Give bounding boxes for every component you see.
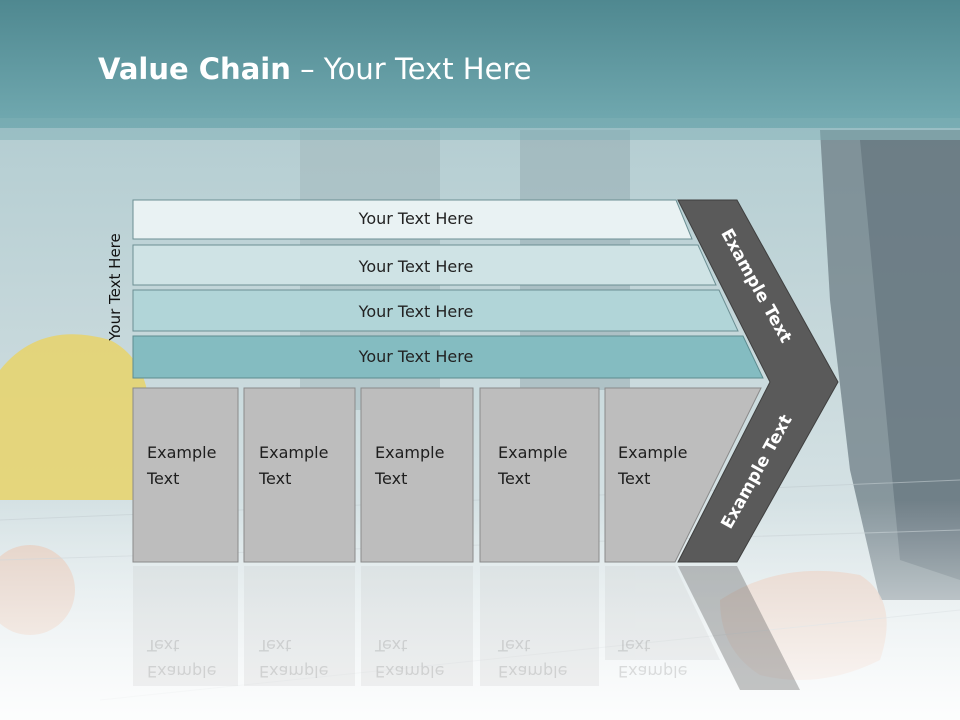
slide-title-bold: Value Chain — [98, 52, 291, 86]
box-1-reflection-line1: Example — [147, 662, 217, 681]
box-5-line1: Example — [618, 443, 688, 462]
box-3-reflection-line1: Example — [375, 662, 445, 681]
box-3-line1: Example — [375, 443, 445, 462]
box-2-reflection: Example Text — [259, 632, 359, 684]
box-5-reflection-line2: Text — [618, 636, 651, 655]
box-2-line2: Text — [259, 469, 292, 488]
box-3-reflection: Example Text — [375, 632, 475, 684]
bar-2-label: Your Text Here — [358, 257, 474, 276]
box-1[interactable] — [132, 387, 239, 563]
box-2-label: Example Text — [259, 440, 359, 492]
box-1-label: Example Text — [147, 440, 247, 492]
box-4-line1: Example — [498, 443, 568, 462]
box-2-line1: Example — [259, 443, 329, 462]
slide-title: Value Chain – Your Text Here — [98, 52, 532, 86]
box-2-reflection-line1: Example — [259, 662, 329, 681]
box-5-reflection: Example Text — [618, 632, 718, 684]
box-4-reflection-line1: Example — [498, 662, 568, 681]
bar-4-label: Your Text Here — [358, 347, 474, 366]
bar-3-label: Your Text Here — [358, 302, 474, 321]
box-1-reflection-line2: Text — [147, 636, 180, 655]
bar-4[interactable] — [132, 335, 764, 379]
box-4-line2: Text — [498, 469, 531, 488]
box-3[interactable] — [360, 387, 474, 563]
bar-3[interactable] — [132, 289, 739, 332]
box-3-label: Example Text — [375, 440, 475, 492]
box-5[interactable] — [604, 387, 762, 563]
box-3-reflection-line2: Text — [375, 636, 408, 655]
reflection — [133, 566, 720, 686]
box-4[interactable] — [479, 387, 600, 563]
box-5-line2: Text — [618, 469, 651, 488]
box-1-line2: Text — [147, 469, 180, 488]
box-3-line2: Text — [375, 469, 408, 488]
bar-1-label: Your Text Here — [358, 209, 474, 228]
chevron-reflection — [678, 566, 800, 690]
box-1-line1: Example — [147, 443, 217, 462]
box-4-reflection: Example Text — [498, 632, 598, 684]
box-2-reflection-line2: Text — [259, 636, 292, 655]
bar-2[interactable] — [132, 244, 717, 286]
box-5-reflection-line1: Example — [618, 662, 688, 681]
box-4-reflection-line2: Text — [498, 636, 531, 655]
box-4-label: Example Text — [498, 440, 598, 492]
box-2[interactable] — [243, 387, 356, 563]
box-1-reflection: Example Text — [147, 632, 247, 684]
chevron-arrow[interactable] — [677, 199, 839, 563]
box-5-label: Example Text — [618, 440, 718, 492]
bar-1[interactable] — [132, 199, 693, 240]
slide-title-rest: – Your Text Here — [290, 52, 532, 86]
